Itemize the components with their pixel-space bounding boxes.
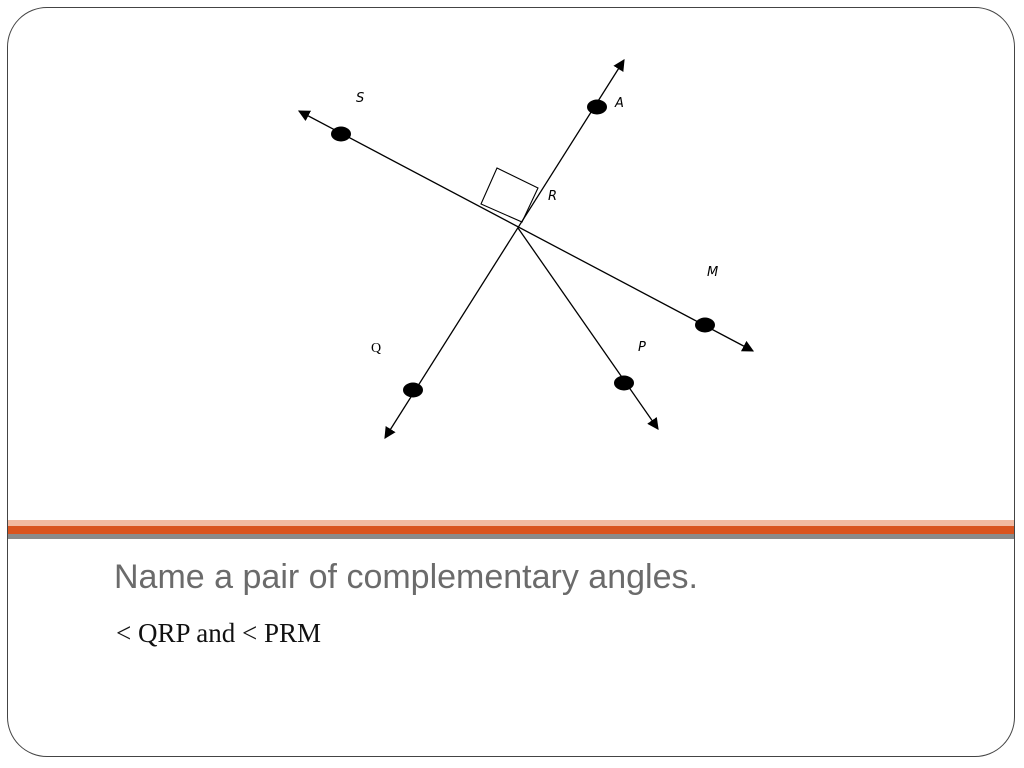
point-a [587,99,607,115]
divider-orange-stripe [8,526,1014,534]
line-aq [384,59,625,439]
right-angle-marker [480,167,539,223]
label-r: R [548,189,557,204]
point-s [331,126,351,142]
point-m [695,317,715,333]
point-q [403,382,423,398]
label-a: A [614,96,624,111]
label-p: P [638,340,646,355]
label-q: Q [371,341,381,356]
divider-light-stripe [8,520,1014,526]
answer-text: < QRP and < PRM [116,618,321,648]
label-m: M [707,265,718,280]
slide: S A R M Q P Name a pair of complementary… [7,7,1015,757]
ray-rp [517,227,659,430]
line-sm [297,110,755,352]
question-text: Name a pair of complementary angles. [114,558,698,596]
point-p [614,375,634,391]
geometry-diagram: S A R M Q P [297,59,755,439]
divider-gray-stripe [8,534,1014,539]
label-s: S [356,91,364,106]
